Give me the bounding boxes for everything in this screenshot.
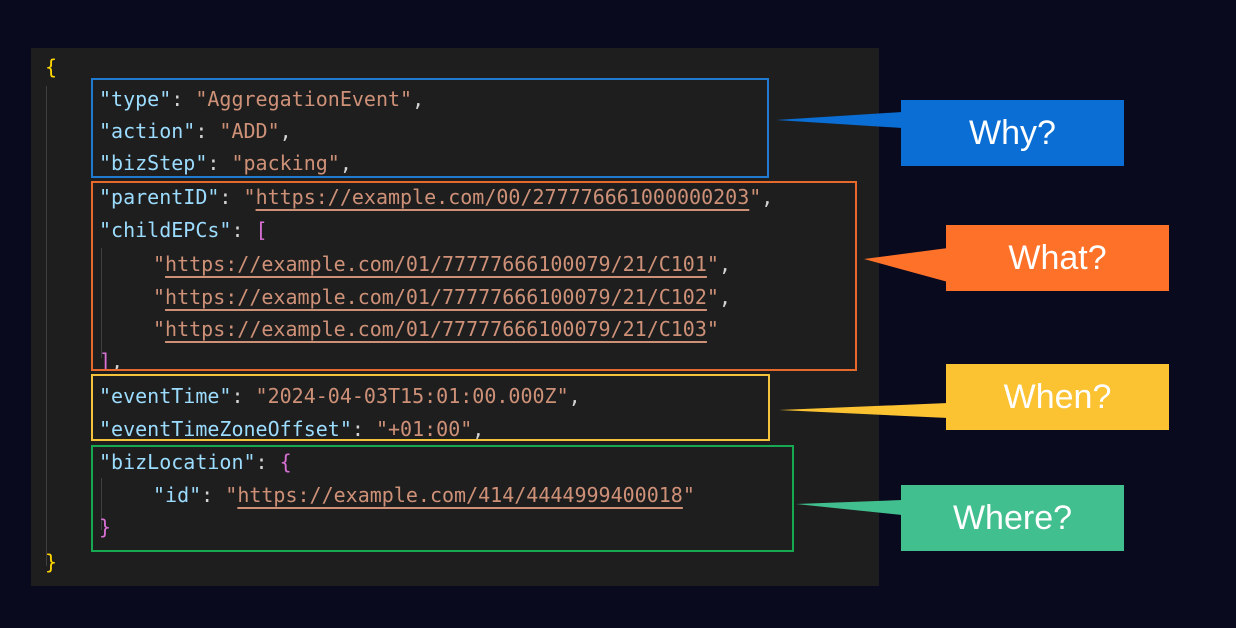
code-line-open-brace: { — [45, 55, 58, 79]
where-callout: Where? — [901, 485, 1124, 551]
child-epc-link-2[interactable]: https://example.com/01/77777666100079/21… — [165, 285, 707, 309]
where-callout-label: Where? — [952, 498, 1073, 537]
code-line-childepcs: "childEPCs": [ — [99, 218, 268, 242]
parentid-link[interactable]: https://example.com/00/27777666100000020… — [255, 185, 750, 209]
code-line-bizlocation: "bizLocation": { — [99, 450, 292, 474]
child-epc-link-3[interactable]: https://example.com/01/77777666100079/21… — [165, 317, 707, 341]
code-line-child-2: "https://example.com/01/77777666100079/2… — [153, 285, 731, 309]
code-line-child-3: "https://example.com/01/77777666100079/2… — [153, 317, 719, 341]
what-callout: What? — [946, 225, 1169, 291]
child-epc-link-1[interactable]: https://example.com/01/77777666100079/21… — [165, 252, 707, 276]
code-line-parentid: "parentID": "https://example.com/00/2777… — [99, 185, 774, 209]
why-highlight-box — [91, 78, 769, 178]
why-callout: Why? — [901, 100, 1124, 166]
code-line-type: "type": "AggregationEvent", — [99, 87, 425, 111]
when-callout: When? — [946, 364, 1169, 430]
code-line-childepcs-close: ], — [99, 349, 124, 373]
indent-guide-childepcs — [101, 248, 102, 358]
when-highlight-box — [91, 374, 770, 441]
why-pointer — [776, 112, 902, 128]
code-line-bizlocation-close: } — [99, 515, 112, 539]
why-callout-label: Why? — [969, 113, 1056, 152]
what-callout-label: What? — [1008, 238, 1107, 277]
code-line-child-1: "https://example.com/01/77777666100079/2… — [153, 252, 731, 276]
code-line-eventtime: "eventTime": "2024-04-03T15:01:00.000Z", — [99, 384, 581, 408]
where-highlight-box — [91, 445, 794, 552]
code-editor: { "type": "AggregationEvent", "action": … — [31, 48, 879, 586]
code-line-id: "id": "https://example.com/414/444499940… — [153, 483, 695, 507]
when-callout-label: When? — [1003, 377, 1112, 416]
code-line-bizstep: "bizStep": "packing", — [99, 151, 352, 175]
indent-guide-root — [46, 86, 47, 566]
code-line-action: "action": "ADD", — [99, 119, 292, 143]
code-line-close-brace: } — [45, 550, 58, 574]
indent-guide-bizlocation — [101, 478, 102, 530]
when-pointer — [779, 403, 948, 418]
where-pointer — [796, 500, 902, 515]
bizlocation-id-link[interactable]: https://example.com/414/4444999400018 — [237, 483, 683, 507]
what-pointer — [864, 248, 948, 282]
code-line-eventtimezone: "eventTimeZoneOffset": "+01:00", — [99, 417, 485, 441]
what-highlight-box — [91, 181, 857, 371]
